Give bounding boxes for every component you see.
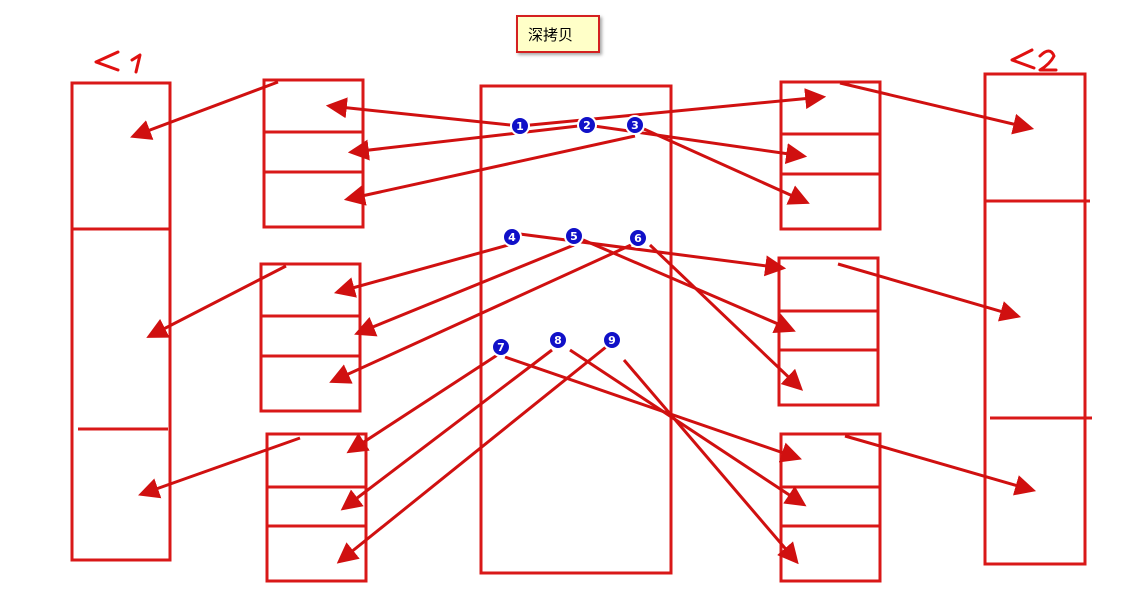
inner-list-right-1 [779,80,882,231]
diagram-title: 深拷贝 [516,15,600,53]
marker-6: 6 [628,228,648,248]
arrows-outer-to-inner [130,80,1037,499]
marker-4: 4 [502,227,522,247]
marker-8: 8 [548,330,568,350]
marker-1: 1 [510,116,530,136]
shared-values-column [479,84,673,575]
marker-9: 9 [602,330,622,350]
inner-list-left-1 [262,78,365,229]
svg-text:4: 4 [508,231,516,244]
value-markers: 1 2 3 4 5 6 7 [491,115,648,357]
inner-list-left-2 [259,262,362,413]
marker-5: 5 [564,226,584,246]
title-text: 深拷贝 [528,25,574,44]
svg-text:9: 9 [608,334,616,347]
svg-text:3: 3 [631,119,639,132]
svg-text:8: 8 [554,334,562,347]
svg-text:7: 7 [497,341,505,354]
list-l2 [983,72,1092,566]
arrows-values-to-cells [325,88,827,565]
svg-text:1: 1 [516,120,524,133]
svg-text:6: 6 [634,232,642,245]
marker-3: 3 [625,115,645,135]
list-l1 [70,81,172,562]
svg-text:5: 5 [570,230,578,243]
marker-2: 2 [577,115,597,135]
inner-list-left-3 [265,432,368,583]
svg-text:2: 2 [583,119,591,132]
label-l1-handwritten [94,50,142,74]
label-l2-handwritten [1010,48,1058,72]
marker-7: 7 [491,337,511,357]
